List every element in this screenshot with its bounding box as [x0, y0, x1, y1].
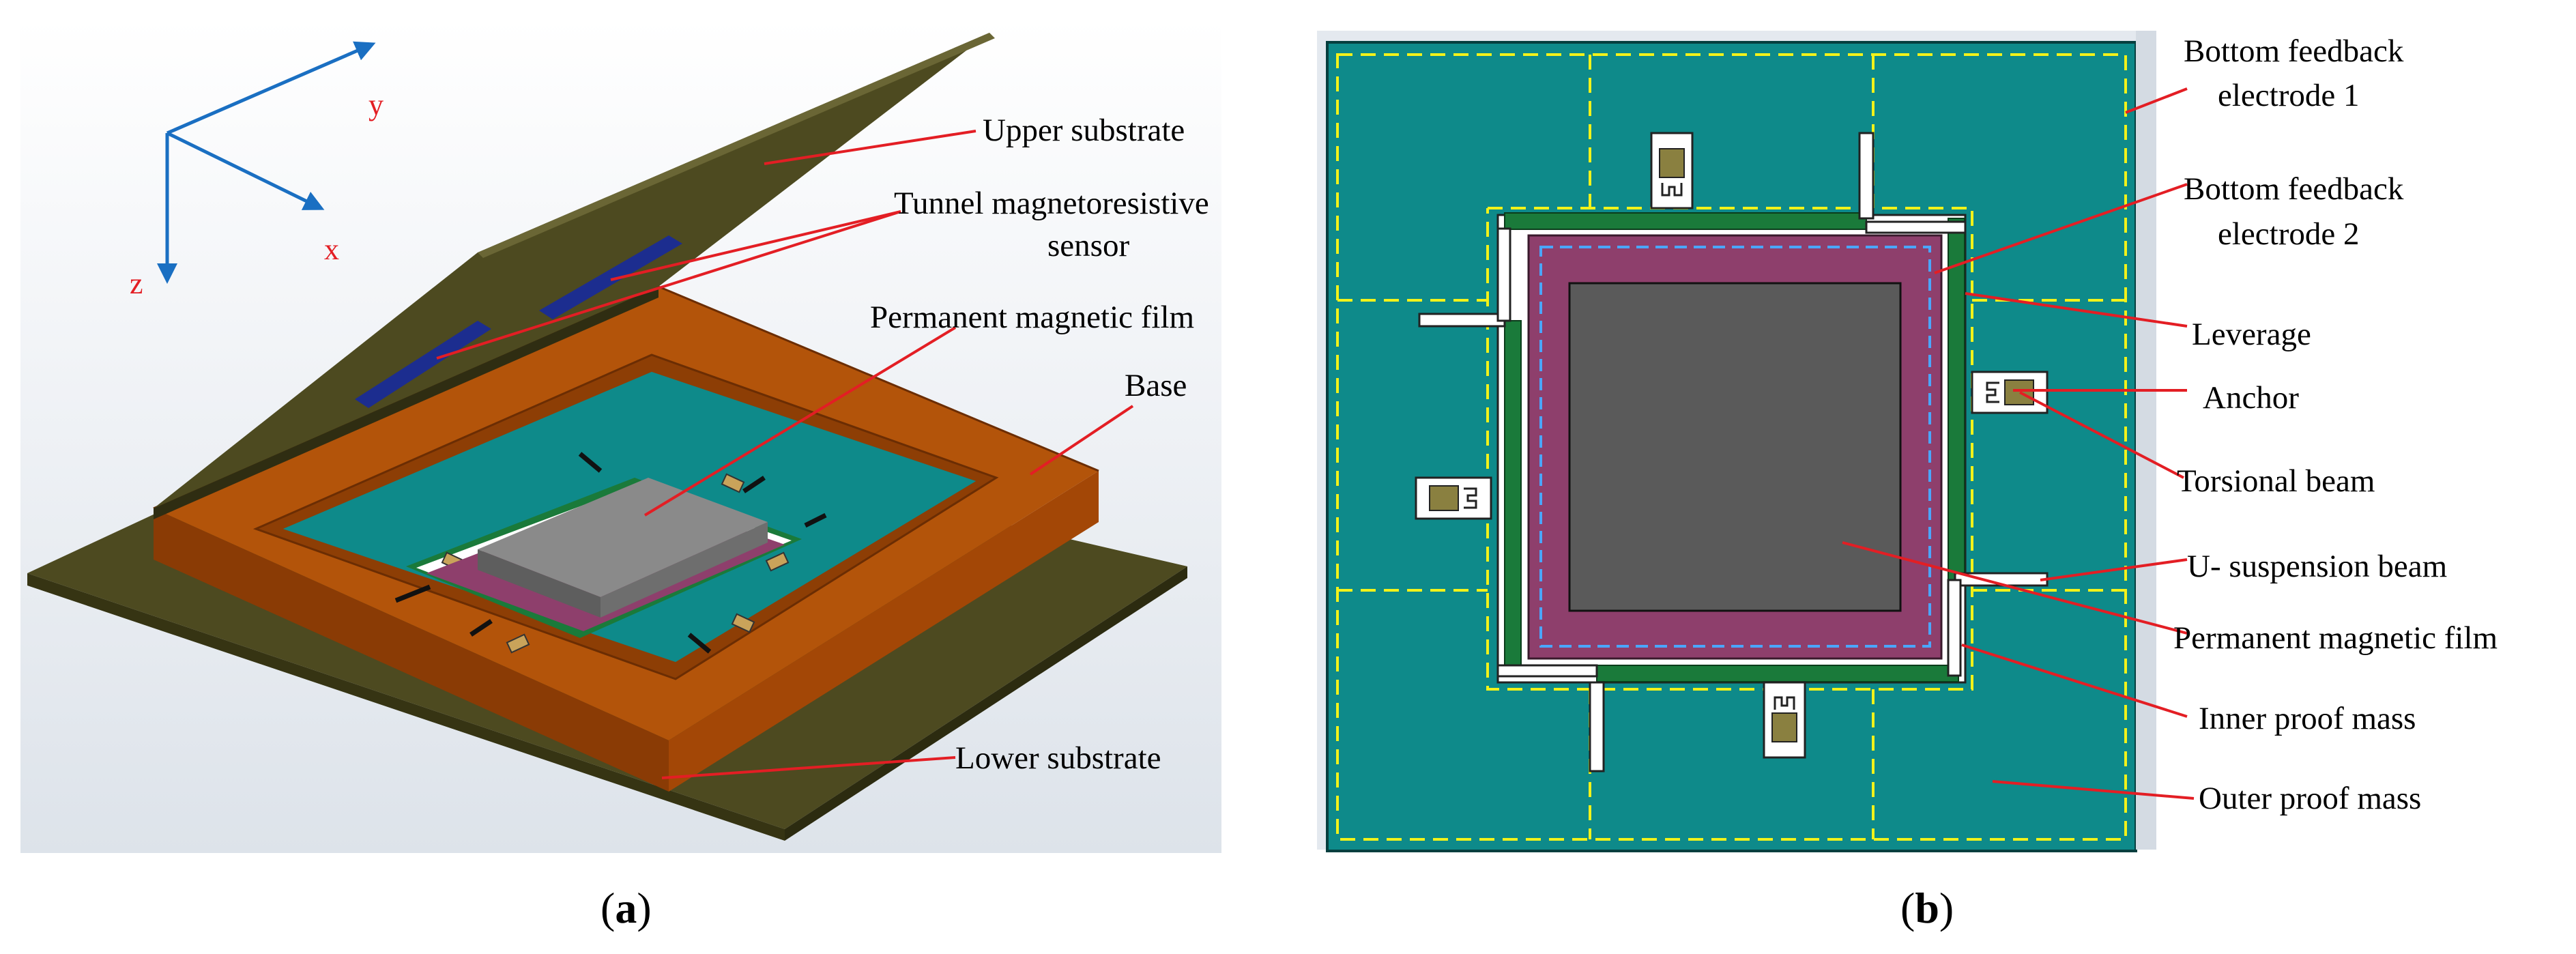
- panel-a-leader-lines: [436, 130, 1134, 779]
- y-axis-label: y: [368, 88, 383, 121]
- x-axis-arrow: [166, 131, 325, 210]
- label-bottom-electrode-2b: electrode 2: [2218, 216, 2359, 252]
- magnetic-film-block: [478, 478, 768, 618]
- label-permanent-magnetic-film-b: Permanent magnetic film: [2173, 620, 2498, 656]
- panel-b: Bottom feedback electrode 1 Bottom feedb…: [1317, 31, 2498, 932]
- label-bottom-electrode-2a: Bottom feedback: [2184, 171, 2404, 207]
- tmr-sensor-left: [355, 321, 491, 408]
- label-outer-proof-mass: Outer proof mass: [2199, 781, 2421, 816]
- label-lower-substrate: Lower substrate: [955, 740, 1161, 776]
- panel-a: y x z Upper substrate Tunnel magnetoresi…: [20, 19, 1221, 932]
- tmr-sensor-right: [539, 235, 682, 319]
- panel-b-leader-lines: [1842, 87, 2195, 800]
- magnetic-film-plate: [1568, 282, 1902, 612]
- label-bottom-electrode-1a: Bottom feedback: [2184, 33, 2404, 69]
- label-permanent-magnetic-film-a: Permanent magnetic film: [870, 300, 1194, 335]
- label-torsional-beam: Torsional beam: [2177, 463, 2375, 499]
- label-inner-proof-mass: Inner proof mass: [2199, 701, 2416, 736]
- caption-b: (b): [1900, 884, 1954, 932]
- panel-b-edge-shade: [2136, 31, 2156, 850]
- label-tmr-sensor-2: sensor: [1047, 228, 1129, 263]
- inner-dashed-outline: [1539, 246, 1931, 648]
- label-tmr-sensor-1: Tunnel magnetoresistive: [894, 186, 1209, 221]
- label-bottom-electrode-1b: electrode 1: [2218, 78, 2359, 113]
- anchors: [1415, 132, 2049, 759]
- y-axis-arrow: [167, 41, 376, 135]
- caption-a: (a): [600, 884, 652, 932]
- label-upper-substrate: Upper substrate: [983, 113, 1185, 148]
- u-suspension-beams: [1418, 132, 2049, 772]
- upper-substrate-shape: [154, 33, 995, 519]
- x-axis-label: x: [324, 233, 339, 266]
- label-leverage: Leverage: [2192, 317, 2311, 352]
- label-u-suspension-beam: U- suspension beam: [2187, 549, 2447, 584]
- electrode-partitions: [1336, 53, 2127, 841]
- label-anchor: Anchor: [2203, 380, 2299, 416]
- z-axis-label: z: [130, 267, 143, 300]
- label-base: Base: [1125, 368, 1187, 403]
- coordinate-axes: y x z: [130, 41, 383, 300]
